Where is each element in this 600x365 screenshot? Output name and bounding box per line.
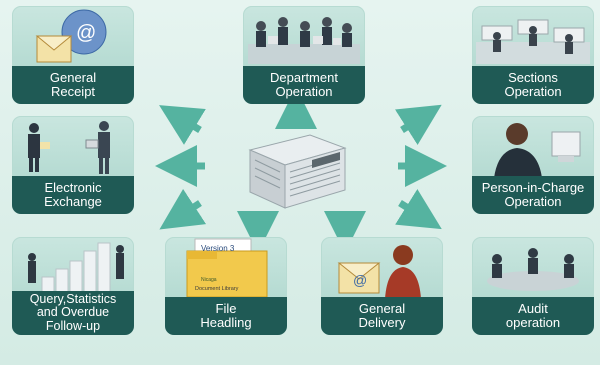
bar-chart-people-icon (28, 242, 124, 298)
tile-label: General Delivery (321, 297, 443, 335)
business-people-icon (28, 121, 110, 174)
tile-file-headling: Version 3 Nicaga Document Library File H… (165, 237, 287, 335)
mail-person-icon: @ (337, 245, 421, 299)
version-label: Version 3 (201, 244, 235, 253)
mail-globe-icon: @ (35, 9, 107, 63)
svg-text:@: @ (353, 272, 367, 288)
arrow-to-query (159, 188, 207, 230)
person-at-computer-icon (494, 123, 581, 178)
tile-label: General Receipt (12, 66, 134, 104)
tile-audit-operation: Audit operation (472, 237, 594, 335)
tile-sections-operation: Sections Operation (472, 6, 594, 104)
tile-label: Department Operation (243, 66, 365, 104)
tile-department-operation: Department Operation (243, 6, 365, 104)
tile-label: Person-in-Charge Operation (472, 176, 594, 214)
meeting-icon (487, 248, 579, 291)
tile-label: File Headling (165, 297, 287, 335)
svg-text:@: @ (76, 22, 96, 44)
arrow-to-audit (395, 189, 442, 230)
arrow-to-general-receipt (159, 105, 206, 145)
library-label: Document Library (195, 286, 239, 292)
tile-general-receipt: @ General Receipt (12, 6, 134, 104)
office-desks-icon (476, 19, 590, 64)
office-people-icon (248, 17, 360, 64)
arrow-to-sections (395, 104, 442, 145)
tile-label: Query,Statistics and Overdue Follow-up (12, 291, 134, 335)
tile-label: Electronic Exchange (12, 176, 134, 214)
tile-electronic-exchange: Electronic Exchange (12, 116, 134, 214)
document-folder-icon: Version 3 Nicaga Document Library (186, 238, 268, 298)
tile-query-statistics: Query,Statistics and Overdue Follow-up (12, 237, 134, 335)
tile-person-in-charge: Person-in-Charge Operation (472, 116, 594, 214)
tile-label: Sections Operation (472, 66, 594, 104)
tile-label: Audit operation (472, 297, 594, 335)
server-icon (248, 134, 347, 209)
tile-general-delivery: @ General Delivery (321, 237, 443, 335)
brand-label: Nicaga (201, 277, 217, 283)
